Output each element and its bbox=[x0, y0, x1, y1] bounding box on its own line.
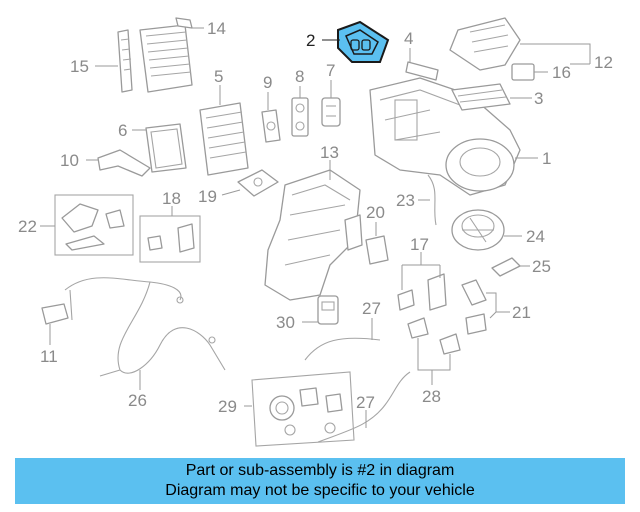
part-22-group[interactable] bbox=[54, 194, 134, 256]
callout-17: 17 bbox=[410, 235, 429, 254]
callout-14: 14 bbox=[207, 19, 226, 38]
callout-21: 21 bbox=[512, 303, 531, 322]
callout-1: 1 bbox=[542, 149, 551, 168]
part-8-gasket[interactable] bbox=[291, 97, 309, 137]
callout-4: 4 bbox=[404, 29, 413, 48]
part-6-seal[interactable] bbox=[145, 123, 187, 173]
part-7-valve[interactable] bbox=[321, 97, 341, 127]
part-27-lower-pipe[interactable] bbox=[317, 371, 411, 443]
callout-19: 19 bbox=[198, 187, 217, 206]
part-4-bracket[interactable] bbox=[405, 61, 439, 81]
callout-16: 16 bbox=[552, 63, 571, 82]
callout-2: 2 bbox=[306, 31, 315, 50]
callout-24: 24 bbox=[526, 227, 545, 246]
part-28-group[interactable] bbox=[407, 317, 461, 355]
part-23-drain-hose[interactable] bbox=[427, 174, 437, 226]
callout-25: 25 bbox=[532, 257, 551, 276]
callout-5: 5 bbox=[214, 67, 223, 86]
callout-18: 18 bbox=[162, 189, 181, 208]
callout-26: 26 bbox=[128, 391, 147, 410]
part-13-distribution-housing[interactable] bbox=[264, 169, 363, 301]
part-19-sensor[interactable] bbox=[237, 169, 279, 197]
part-29-group[interactable] bbox=[251, 371, 355, 447]
part-20-connector[interactable] bbox=[365, 235, 389, 265]
part-2-highlighted[interactable] bbox=[337, 20, 390, 63]
callout-8: 8 bbox=[295, 67, 304, 86]
part-10-actuator[interactable] bbox=[97, 149, 151, 177]
callout-22: 22 bbox=[18, 217, 37, 236]
part-3-cabin-filter[interactable] bbox=[451, 83, 511, 111]
part-11-sensor[interactable] bbox=[41, 303, 69, 325]
parts-diagram: 1 2 3 4 5 6 7 8 9 10 11 12 13 14 15 16 1… bbox=[18, 17, 613, 447]
banner-line-2: Diagram may not be specific to your vehi… bbox=[165, 482, 475, 499]
callout-28: 28 bbox=[422, 387, 441, 406]
part-18-group[interactable] bbox=[139, 215, 201, 263]
callout-9: 9 bbox=[263, 73, 272, 92]
callout-3: 3 bbox=[534, 89, 543, 108]
callout-6: 6 bbox=[118, 121, 127, 140]
callout-10: 10 bbox=[60, 151, 79, 170]
part-5-evaporator[interactable] bbox=[199, 102, 249, 176]
callout-30: 30 bbox=[276, 313, 295, 332]
part-27-upper-pipe[interactable] bbox=[304, 337, 381, 361]
callout-7: 7 bbox=[326, 61, 335, 80]
banner-line-1: Part or sub-assembly is #2 in diagram bbox=[185, 462, 455, 479]
callout-23: 23 bbox=[396, 191, 415, 210]
callout-15: 15 bbox=[70, 57, 89, 76]
part-25-connector[interactable] bbox=[491, 257, 521, 277]
part-21-group[interactable] bbox=[461, 279, 487, 335]
part-24-blower-motor[interactable] bbox=[451, 209, 505, 251]
callout-27-lower: 27 bbox=[356, 393, 375, 412]
callout-20: 20 bbox=[366, 203, 385, 222]
part-12-blower-resistor-housing[interactable] bbox=[449, 17, 521, 71]
part-9-bracket[interactable] bbox=[261, 109, 281, 143]
part-30-valve[interactable] bbox=[317, 295, 339, 325]
part-17-group[interactable] bbox=[397, 273, 447, 311]
callout-13: 13 bbox=[320, 143, 339, 162]
part-14-heater-core[interactable] bbox=[139, 17, 193, 93]
part-26-wiring-harness[interactable] bbox=[64, 277, 226, 377]
part-15-pipe[interactable] bbox=[117, 29, 133, 93]
callout-27-upper: 27 bbox=[362, 299, 381, 318]
info-banner: Part or sub-assembly is #2 in diagram Di… bbox=[15, 458, 625, 504]
callout-12: 12 bbox=[594, 53, 613, 72]
part-16-resistor[interactable] bbox=[511, 63, 535, 81]
callout-11: 11 bbox=[40, 347, 58, 366]
callout-29: 29 bbox=[218, 397, 237, 416]
